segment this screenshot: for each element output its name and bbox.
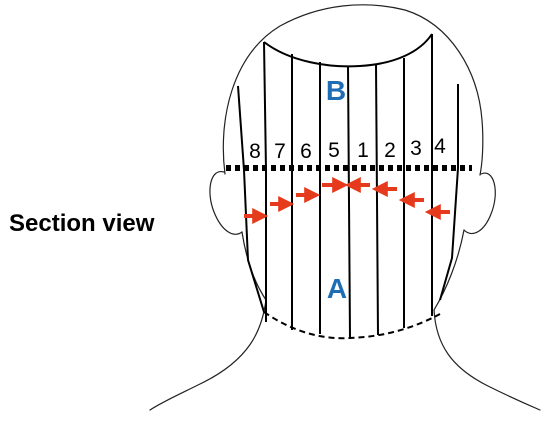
section-number: 3 bbox=[410, 137, 422, 160]
region-label-b: B bbox=[326, 75, 346, 106]
section-lines bbox=[237, 34, 459, 339]
section-number: 4 bbox=[434, 135, 446, 158]
section-numbers: 8 7 6 5 1 2 3 4 bbox=[249, 135, 446, 163]
region-label-a: A bbox=[327, 273, 347, 304]
direction-arrows bbox=[244, 177, 450, 224]
upper-boundary-curve bbox=[263, 33, 433, 68]
section-line bbox=[263, 41, 267, 322]
section-line bbox=[439, 84, 459, 301]
lower-boundary-dashed bbox=[263, 311, 441, 340]
section-line bbox=[237, 85, 265, 313]
section-view-label: Section view bbox=[9, 210, 155, 237]
head-outline-icon bbox=[149, 4, 541, 411]
section-number: 7 bbox=[274, 140, 286, 163]
section-number: 2 bbox=[384, 139, 396, 162]
section-line bbox=[375, 63, 379, 336]
section-number: 8 bbox=[249, 140, 261, 163]
section-number: 5 bbox=[328, 139, 340, 162]
section-number: 1 bbox=[357, 139, 369, 162]
section-line bbox=[347, 65, 351, 339]
section-number: 6 bbox=[300, 140, 312, 163]
